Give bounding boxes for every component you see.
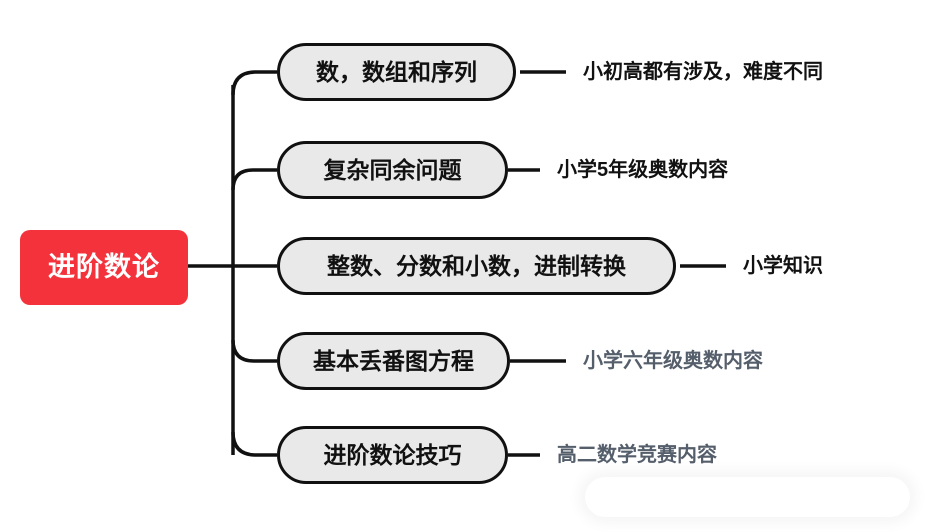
branch-node-3[interactable]: 整数、分数和小数，进制转换 [277,237,676,295]
watermark-pill [585,477,910,517]
branch-note-1: 小初高都有涉及，难度不同 [583,61,823,83]
branch-note-3: 小学知识 [743,255,823,277]
branch-node-5-label: 进阶数论技巧 [323,441,462,468]
branch-node-2[interactable]: 复杂同余问题 [277,141,508,199]
branch-node-5[interactable]: 进阶数论技巧 [277,426,508,484]
branch-node-1-label: 数，数组和序列 [316,58,477,85]
branch-note-2: 小学5年级奥数内容 [557,159,729,181]
branch-node-4[interactable]: 基本丢番图方程 [277,332,510,390]
branch-note-4: 小学六年级奥数内容 [583,350,763,372]
branch-node-2-label: 复杂同余问题 [323,156,462,183]
branch-note-5: 高二数学竞赛内容 [557,444,717,466]
root-node-label: 进阶数论 [48,252,160,282]
branch-node-4-label: 基本丢番图方程 [313,347,474,374]
branch-node-1[interactable]: 数，数组和序列 [277,43,516,101]
root-node[interactable]: 进阶数论 [20,230,188,305]
branch-node-3-label: 整数、分数和小数，进制转换 [327,252,626,279]
